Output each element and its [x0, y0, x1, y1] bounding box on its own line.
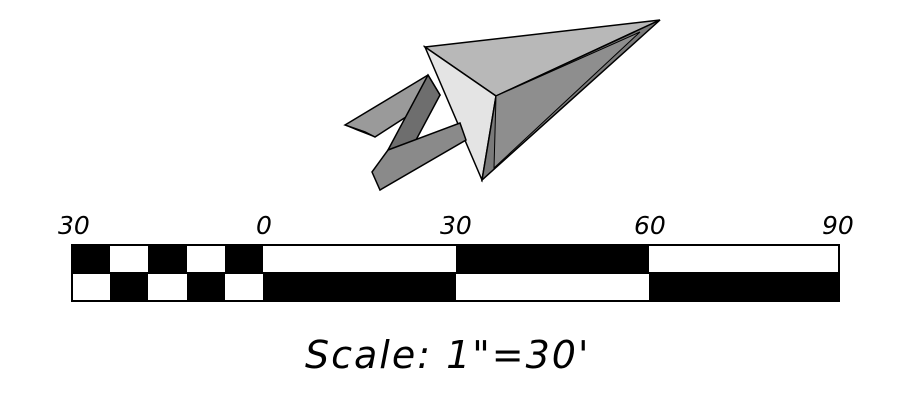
tick-label: 30 — [440, 211, 472, 240]
arrow-inner-facet — [493, 31, 641, 170]
tick-label: 0 — [256, 211, 272, 240]
arrow-right-facet — [480, 19, 661, 182]
tick-label: 90 — [822, 211, 854, 240]
tick-label: 30 — [58, 211, 90, 240]
north-letter-icon — [343, 73, 467, 192]
scale-tick-labels: 30 0 30 60 90 — [58, 211, 854, 240]
scale-caption: Scale: 1"=30' — [305, 333, 590, 377]
scale-bar — [71, 244, 840, 302]
north-arrow-icon — [343, 19, 661, 192]
tick-label: 60 — [634, 211, 666, 240]
